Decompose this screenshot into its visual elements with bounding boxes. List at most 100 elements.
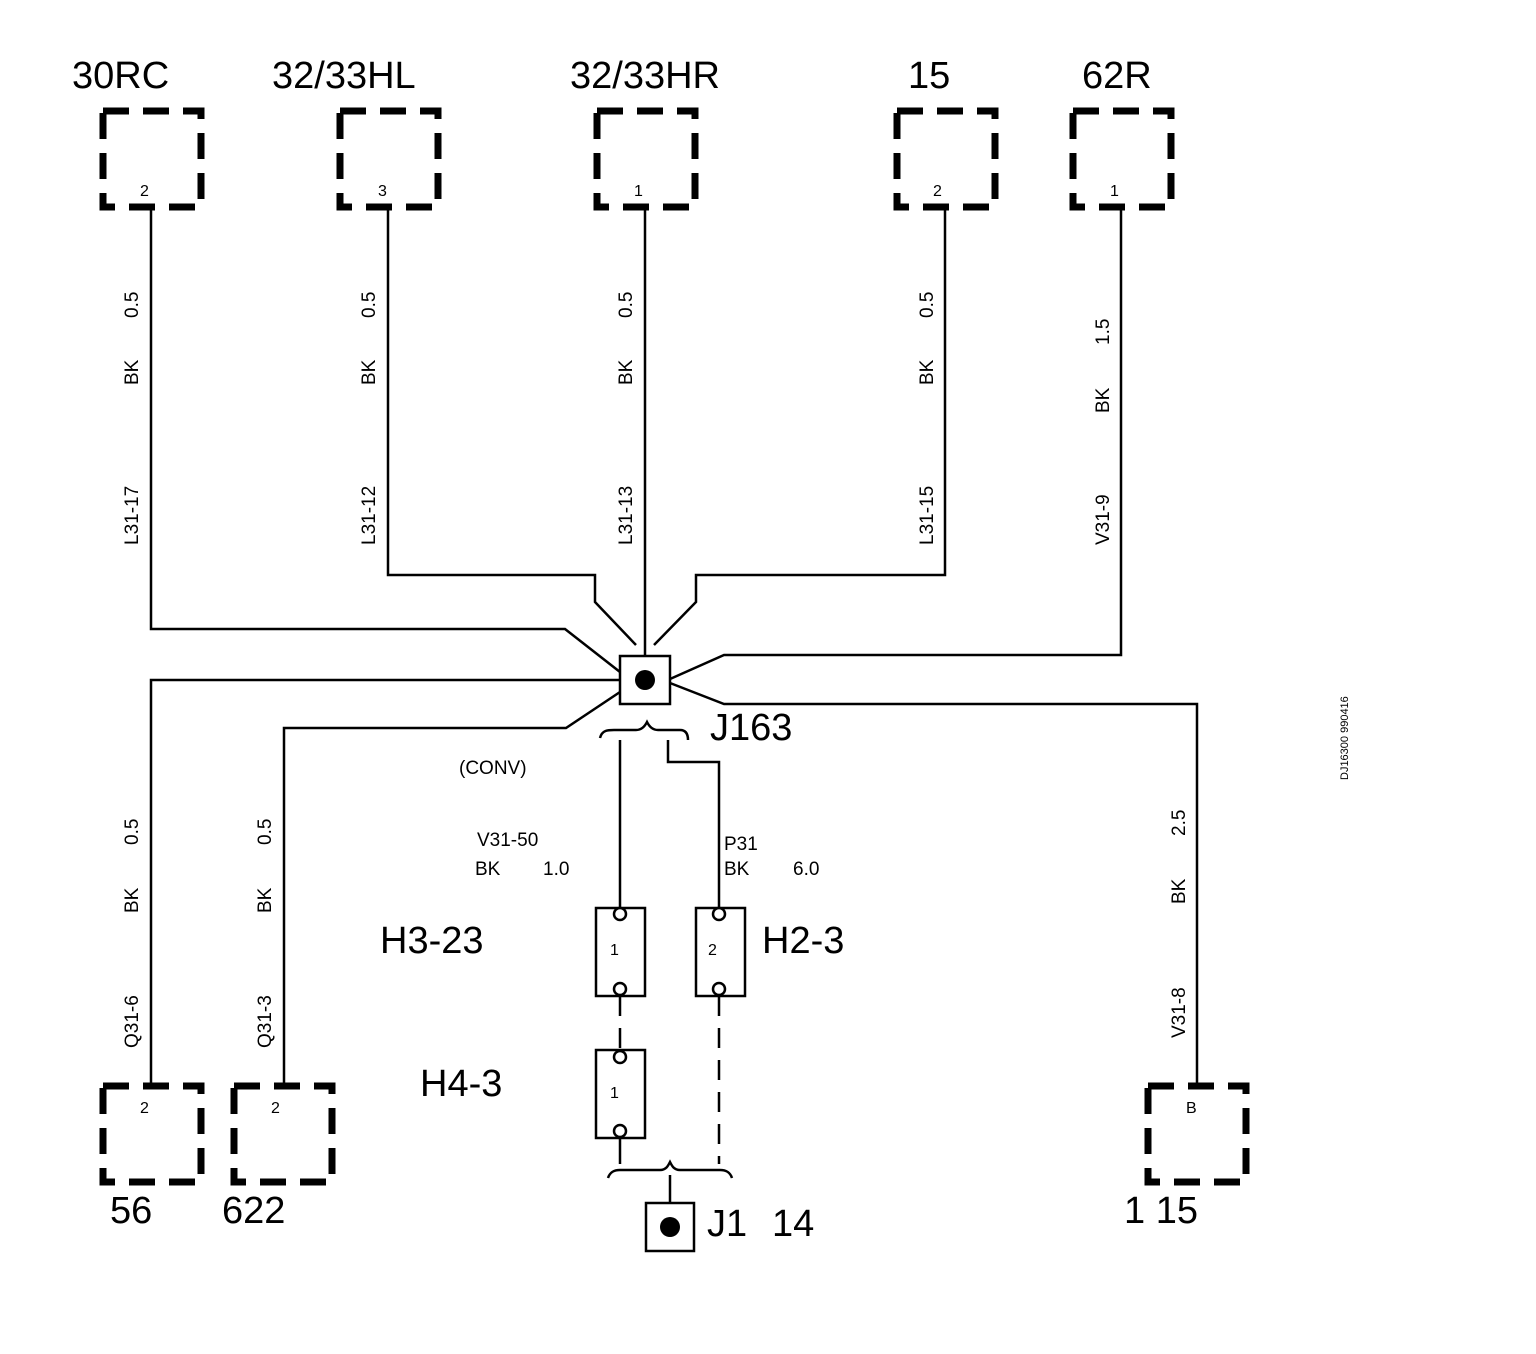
connector-label: 56 bbox=[110, 1190, 152, 1232]
bottom-connector-56: 2 56 bbox=[99, 1082, 205, 1232]
wire-size: 0.5 bbox=[122, 292, 143, 318]
wire-l31-17 bbox=[149, 207, 621, 673]
connector-pin: B bbox=[1186, 1100, 1197, 1117]
top-connector-30rc: 30RC 2 bbox=[72, 55, 205, 211]
wire-circuit: V31-8 bbox=[1169, 987, 1190, 1038]
inline-box bbox=[694, 906, 747, 998]
connector-label: 15 bbox=[908, 55, 950, 97]
wire-size: 0.5 bbox=[359, 292, 380, 318]
wire-color: BK bbox=[359, 359, 380, 385]
connector-label: 1 15 bbox=[1124, 1190, 1198, 1232]
inline-pin: 1 bbox=[610, 942, 619, 959]
bottom-connector-1-15: B 1 15 bbox=[1124, 1082, 1250, 1232]
ground-label: J1 bbox=[707, 1203, 747, 1245]
wire-circuit: V31-9 bbox=[1093, 494, 1114, 545]
wire-l31-15 bbox=[653, 207, 947, 646]
top-connector-32-33hl: 32/33HL 3 bbox=[272, 55, 442, 211]
wire-circuit: V31-50 bbox=[477, 830, 538, 851]
inline-connector-h3-23: 1 H3-23 bbox=[380, 906, 647, 998]
wire-l31-12 bbox=[386, 207, 637, 646]
inline-pin: 2 bbox=[708, 942, 717, 959]
connector-label: 30RC bbox=[72, 55, 169, 97]
wire-size: 0.5 bbox=[255, 819, 276, 845]
wire-v31-8 bbox=[669, 681, 1199, 1084]
wire-size: 1.0 bbox=[543, 859, 569, 880]
connector-box bbox=[1069, 107, 1175, 211]
wire-circuit: Q31-3 bbox=[255, 995, 276, 1048]
connector-pin: 2 bbox=[140, 1100, 149, 1117]
wire-p31 bbox=[666, 740, 721, 908]
wire-color: BK bbox=[724, 859, 750, 880]
ground-number: 14 bbox=[772, 1203, 814, 1245]
wire-circuit: L31-13 bbox=[616, 486, 637, 545]
connector-box bbox=[230, 1082, 336, 1186]
connector-pin: 2 bbox=[933, 183, 942, 200]
connector-label: 32/33HR bbox=[570, 55, 720, 97]
terminal bbox=[711, 981, 727, 997]
connector-box bbox=[99, 1082, 205, 1186]
top-connector-32-33hr: 32/33HR 1 bbox=[570, 55, 720, 211]
ground-j1: J1 14 bbox=[644, 1175, 814, 1253]
connector-label: 622 bbox=[222, 1190, 285, 1232]
inline-box bbox=[594, 1048, 647, 1140]
connector-box bbox=[593, 107, 699, 211]
inline-label: H2-3 bbox=[762, 920, 844, 962]
center-wires: V31-50 BK 1.0 P31 BK 6.0 bbox=[475, 740, 819, 908]
document-id: DJ16300 990416 bbox=[1339, 696, 1351, 780]
wire-q31-6 bbox=[149, 678, 620, 1084]
wire-circuit: L31-15 bbox=[917, 486, 938, 545]
wire-circuit: P31 bbox=[724, 834, 758, 855]
wire-size: 0.5 bbox=[917, 292, 938, 318]
terminal bbox=[612, 906, 628, 922]
wire-color: BK bbox=[255, 887, 276, 913]
connector-label: 32/33HL bbox=[272, 55, 416, 97]
splice-j163: J163 (CONV) bbox=[459, 654, 792, 779]
connector-pin: 2 bbox=[271, 1100, 280, 1117]
splice-note: (CONV) bbox=[459, 758, 527, 779]
wire-q31-3 bbox=[282, 690, 621, 1084]
wire-size: 2.5 bbox=[1169, 810, 1190, 836]
wire-size: 6.0 bbox=[793, 859, 819, 880]
connector-pin: 3 bbox=[378, 183, 387, 200]
connector-pin: 2 bbox=[140, 183, 149, 200]
terminal bbox=[612, 1123, 628, 1139]
wire-size: 0.5 bbox=[122, 819, 143, 845]
wire-circuit: L31-17 bbox=[122, 486, 143, 545]
wire-size: 0.5 bbox=[616, 292, 637, 318]
inline-connector-h4-3: 1 H4-3 bbox=[420, 996, 647, 1140]
connector-box bbox=[1144, 1082, 1250, 1186]
inline-label: H4-3 bbox=[420, 1063, 502, 1105]
connector-box bbox=[336, 107, 442, 211]
connector-pin: 1 bbox=[634, 183, 643, 200]
bottom-wire-labels: 0.5 BK Q31-6 0.5 BK Q31-3 2.5 BK V31-8 bbox=[122, 810, 1190, 1048]
top-connector-62r: 62R 1 bbox=[1069, 55, 1175, 211]
wire-color: BK bbox=[1169, 878, 1190, 904]
splice-dot bbox=[635, 670, 655, 690]
inline-connector-h2-3: 2 H2-3 bbox=[694, 906, 844, 998]
splice-label: J163 bbox=[710, 707, 792, 749]
wire-color: BK bbox=[122, 887, 143, 913]
top-connector-15: 15 2 bbox=[893, 55, 999, 211]
connector-pin: 1 bbox=[1110, 183, 1119, 200]
connector-label: 62R bbox=[1082, 55, 1152, 97]
wire-color: BK bbox=[475, 859, 501, 880]
top-wire-labels: 0.5 BK L31-17 0.5 BK L31-12 0.5 BK L31-1… bbox=[122, 292, 1114, 545]
wire-color: BK bbox=[122, 359, 143, 385]
terminal bbox=[612, 1049, 628, 1065]
wire-color: BK bbox=[616, 359, 637, 385]
ground-bracket bbox=[606, 1159, 734, 1179]
ground-dot bbox=[660, 1217, 680, 1237]
wire-circuit: Q31-6 bbox=[122, 995, 143, 1048]
terminal bbox=[612, 981, 628, 997]
connector-box bbox=[99, 107, 205, 211]
connector-box bbox=[893, 107, 999, 211]
bottom-connector-622: 2 622 bbox=[222, 1082, 336, 1232]
terminal bbox=[711, 906, 727, 922]
wire-color: BK bbox=[1093, 387, 1114, 413]
wire-size: 1.5 bbox=[1093, 319, 1114, 345]
bottom-wires bbox=[149, 678, 1199, 1084]
inline-pin: 1 bbox=[610, 1085, 619, 1102]
wire-color: BK bbox=[917, 359, 938, 385]
splice-bracket bbox=[598, 719, 690, 741]
